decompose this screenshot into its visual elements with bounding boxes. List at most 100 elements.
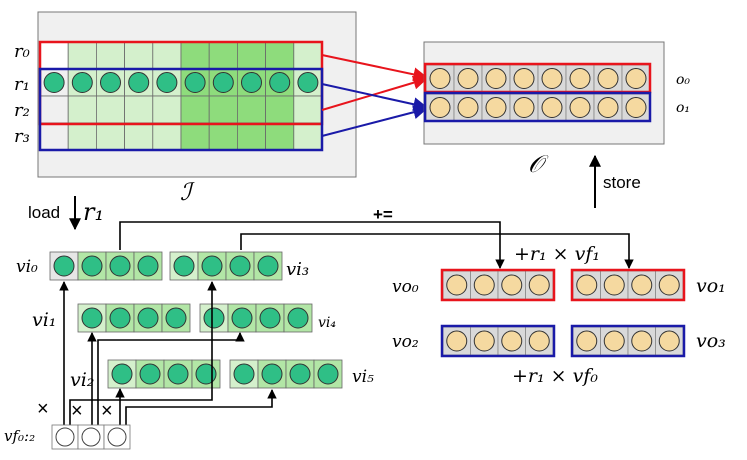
vo-element-circle <box>528 274 550 296</box>
input-grid-cell <box>265 95 295 124</box>
vo-element-circle <box>658 330 680 352</box>
input-grid <box>39 41 323 151</box>
vi-element-circle <box>137 307 159 329</box>
label-r1: r₁ <box>14 74 30 95</box>
input-grid-cell <box>67 41 97 70</box>
vi-element-circle <box>259 307 281 329</box>
label-r0: r₀ <box>14 41 30 62</box>
vo1-highlight <box>570 268 686 302</box>
label-r2: r₂ <box>14 100 30 121</box>
input-grid-cell <box>236 95 266 124</box>
input-grid-cell <box>180 41 210 70</box>
label-o1: o₁ <box>676 100 690 116</box>
input-grid-cell <box>39 122 69 151</box>
vf-connectors <box>59 281 277 425</box>
output-element-circle <box>485 97 507 118</box>
label-vo2: vo₂ <box>392 332 419 352</box>
output-rows <box>425 64 651 122</box>
output-panel: o₀ o₁ 𝒪 <box>423 41 690 178</box>
output-element-circle <box>625 97 647 118</box>
input-grid-cell <box>96 41 126 70</box>
label-vi5: vi₅ <box>352 367 374 387</box>
input-grid-cell <box>39 95 69 124</box>
vo-element-circle <box>501 274 523 296</box>
accumulate-connectors: += <box>119 205 634 269</box>
vo-element-circle <box>501 330 523 352</box>
output-element-circle <box>597 68 619 89</box>
vf-element-circle <box>55 427 75 447</box>
load-label: load <box>28 203 60 222</box>
expression-top: +r₁ × vf₁ <box>514 243 600 265</box>
input-grid-cell <box>236 41 266 70</box>
vi-vectors <box>49 251 343 389</box>
load-register-label: r₁ <box>83 198 104 226</box>
input-element-circle <box>43 72 65 93</box>
vi-element-circle <box>81 255 103 277</box>
label-vf: vf₀:₂ <box>4 427 35 445</box>
vi-element-circle <box>167 363 189 385</box>
input-grid-cell <box>124 95 154 124</box>
input-grid-cell <box>208 95 238 124</box>
arrow-blue-r1-o1 <box>321 83 428 112</box>
vi-element-circle <box>233 363 255 385</box>
vi-element-circle <box>231 307 253 329</box>
output-element-circle <box>457 68 479 89</box>
vi-element-circle <box>229 255 251 277</box>
vo-element-circle <box>473 330 495 352</box>
input-grid-cell <box>265 41 295 70</box>
label-vo3: vo₃ <box>696 330 726 352</box>
vi-element-circle <box>287 307 309 329</box>
input-grid-cell <box>208 41 238 70</box>
vo-vectors <box>442 270 684 356</box>
input-element-circle <box>269 72 291 93</box>
vf-element-circle <box>81 427 101 447</box>
input-grid-cell <box>96 95 126 124</box>
connector-vi3-vo1 <box>240 233 634 269</box>
vi-element-circle <box>165 307 187 329</box>
vi-element-circle <box>137 255 159 277</box>
vo-element-circle <box>631 330 653 352</box>
vf-line-to-vi5 <box>125 389 277 425</box>
vf-line-to-vi4 <box>97 332 245 425</box>
input-symbol: ℐ <box>180 178 195 206</box>
times-symbol-2: × <box>101 400 113 422</box>
times-symbol-0: × <box>37 398 49 420</box>
label-vi2: vi₂ <box>70 369 94 391</box>
input-grid-cell <box>39 41 69 70</box>
label-vi1: vi₁ <box>32 309 56 331</box>
label-vi3: vi₃ <box>286 259 309 280</box>
output-element-circle <box>569 68 591 89</box>
vi-element-circle <box>111 363 133 385</box>
load-store: load r₁ store <box>28 154 641 231</box>
output-element-circle <box>625 68 647 89</box>
input-grid-cell <box>265 122 295 151</box>
input-grid-cell <box>124 122 154 151</box>
input-element-circle <box>128 72 150 93</box>
vi-element-circle <box>81 307 103 329</box>
vi-element-circle <box>289 363 311 385</box>
input-grid-cell <box>208 122 238 151</box>
expression-bottom: +r₁ × vf₀ <box>512 365 598 387</box>
output-element-circle <box>429 97 451 118</box>
output-symbol: 𝒪 <box>528 150 549 178</box>
vi-element-circle <box>53 255 75 277</box>
vo3-highlight <box>570 324 686 358</box>
input-element-circle <box>297 72 319 93</box>
input-panel: r₀ r₁ r₂ r₃ ℐ <box>14 11 357 206</box>
vi-element-circle <box>173 255 195 277</box>
vo0-highlight <box>440 268 556 302</box>
output-element-circle <box>429 68 451 89</box>
input-grid-cell <box>293 41 323 70</box>
times-symbol-1: × <box>71 400 83 422</box>
vi-element-circle <box>201 255 223 277</box>
vi-element-circle <box>257 255 279 277</box>
input-element-circle <box>71 72 93 93</box>
vi-element-circle <box>203 307 225 329</box>
vo-element-circle <box>603 274 625 296</box>
vo-element-circle <box>528 330 550 352</box>
store-label: store <box>603 173 641 192</box>
input-grid-cell <box>180 95 210 124</box>
output-element-circle <box>541 68 563 89</box>
vi-element-circle <box>195 363 217 385</box>
arrow-red-r0-o0 <box>321 54 428 82</box>
